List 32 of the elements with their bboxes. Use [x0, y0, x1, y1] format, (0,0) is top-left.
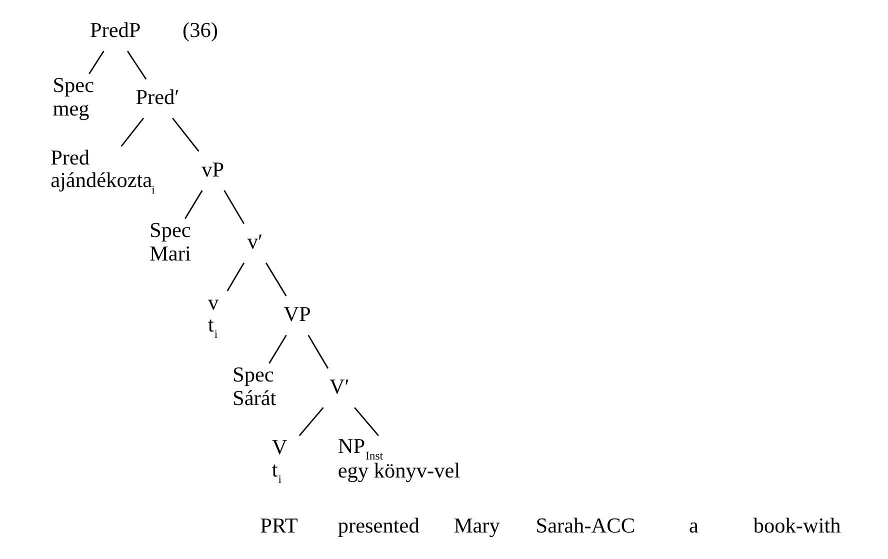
- connector: [265, 262, 287, 296]
- label: Mary: [454, 514, 500, 538]
- connector: [308, 334, 329, 369]
- label: a: [688, 514, 698, 538]
- node-text: v′: [247, 230, 263, 254]
- connector: [184, 190, 203, 219]
- connector: [88, 50, 104, 74]
- node-text: NP$_{Inst}$ egy könyv-vel: [338, 434, 460, 482]
- label: (36): [182, 18, 218, 42]
- label: Sarah-ACC: [536, 514, 636, 538]
- node-text: v t$_{i}$: [208, 290, 219, 342]
- label: presented: [338, 514, 420, 538]
- connector: [127, 50, 147, 80]
- node-text: Pred ajándékozta$_{i}$: [50, 146, 155, 196]
- node-text: Spec Mari: [150, 218, 191, 266]
- connector: [172, 118, 200, 152]
- node-text: Spec Sárát: [232, 362, 276, 410]
- connector: [226, 262, 245, 292]
- node-text: vP: [202, 157, 224, 182]
- node-text: V t$_{i}$: [272, 435, 288, 486]
- connector: [354, 407, 379, 436]
- connector: [298, 407, 324, 436]
- node-text: Pred′: [136, 84, 180, 109]
- label: PRT: [260, 514, 298, 538]
- node-text: V′: [329, 374, 350, 398]
- label: book-with: [753, 514, 841, 538]
- connector: [120, 118, 144, 147]
- node-text: PredP: [90, 18, 141, 42]
- node-text: VP: [284, 302, 311, 326]
- node-text: Spec meg: [52, 73, 94, 121]
- connector: [268, 334, 287, 364]
- connector: [224, 190, 244, 224]
